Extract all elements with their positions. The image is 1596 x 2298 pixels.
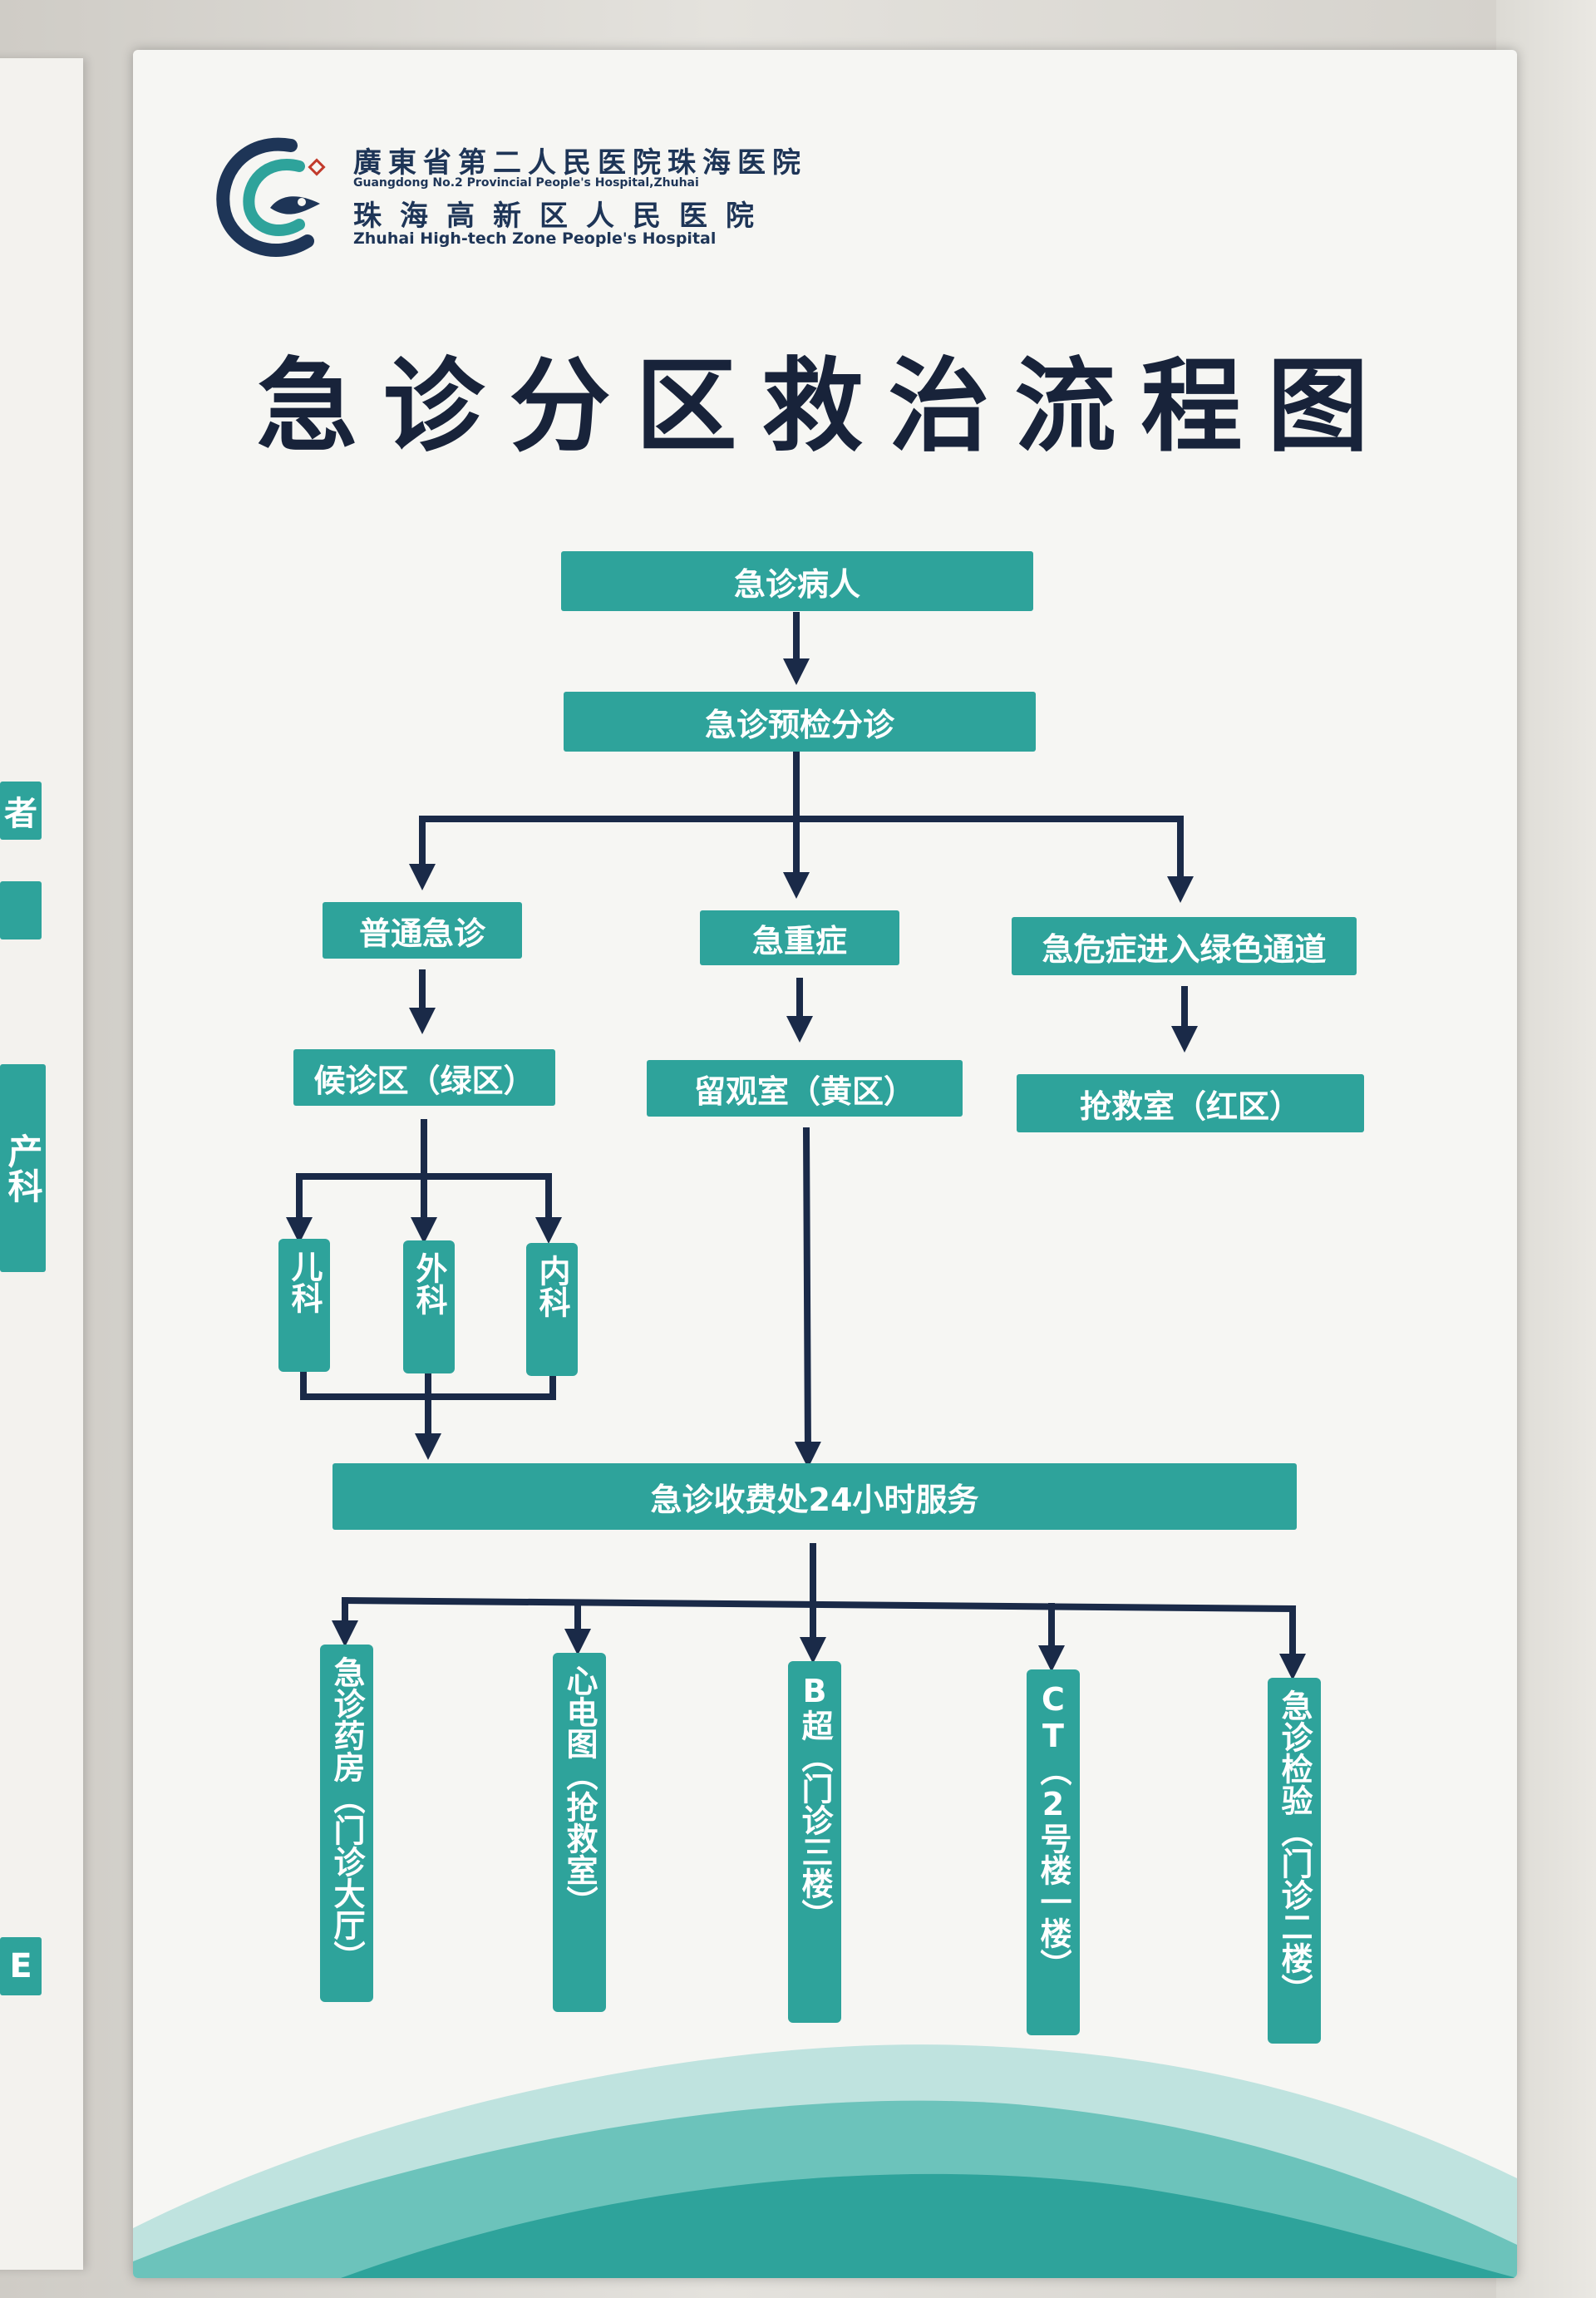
yellow-area-box: 留观室（黄区） bbox=[647, 1060, 963, 1117]
hospital-name-cn: 廣東省第二人民医院珠海医院 bbox=[353, 146, 807, 180]
general-emergency-box: 普通急诊 bbox=[323, 902, 522, 959]
flowchart-board: 廣東省第二人民医院珠海医院 Guangdong No.2 Provincial … bbox=[133, 50, 1517, 2278]
service-pharmacy-box: 急诊药房（门诊大厅） bbox=[320, 1645, 373, 2002]
red-area-box: 抢救室（红区） bbox=[1017, 1074, 1364, 1132]
decorative-wave bbox=[133, 2044, 1517, 2278]
surgery-box: 外科 bbox=[403, 1240, 455, 1373]
adjacent-board: 者 产科 E bbox=[0, 58, 83, 2270]
arrow-yellow-billing bbox=[794, 1127, 821, 1468]
service-ultrasound-box: B超（门诊三楼） bbox=[788, 1661, 841, 2023]
internal-medicine-box: 内科 bbox=[526, 1243, 578, 1376]
adjacent-tab-4: E bbox=[0, 1937, 42, 1995]
billing-box: 急诊收费处24小时服务 bbox=[332, 1463, 1297, 1530]
green-area-box: 候诊区（绿区） bbox=[293, 1049, 555, 1106]
triage-box: 急诊预检分诊 bbox=[564, 692, 1036, 752]
line-services-bar bbox=[341, 1596, 1297, 1613]
service-lab-box: 急诊检验（门诊二楼） bbox=[1268, 1678, 1321, 2044]
hospital-subname-en: Zhuhai High-tech Zone People's Hospital bbox=[353, 229, 717, 248]
page-title: 急诊分区救治流程图 bbox=[256, 346, 1394, 466]
service-ct-box: CT（2号楼一楼） bbox=[1027, 1669, 1080, 2035]
hospital-subname-cn: 珠海高新区人民医院 bbox=[353, 200, 772, 233]
service-ecg-box: 心电图（抢救室） bbox=[553, 1653, 606, 2012]
hospital-logo-icon bbox=[216, 137, 326, 257]
adjacent-tab-3: 产科 bbox=[0, 1064, 46, 1272]
start-box: 急诊病人 bbox=[561, 551, 1033, 611]
critical-green-channel-box: 急危症进入绿色通道 bbox=[1012, 917, 1357, 975]
adjacent-tab-1: 者 bbox=[0, 782, 42, 840]
severe-box: 急重症 bbox=[700, 910, 899, 965]
pediatrics-box: 儿科 bbox=[278, 1239, 330, 1372]
hospital-name-en: Guangdong No.2 Provincial People's Hospi… bbox=[353, 176, 699, 190]
adjacent-tab-2 bbox=[0, 881, 42, 939]
